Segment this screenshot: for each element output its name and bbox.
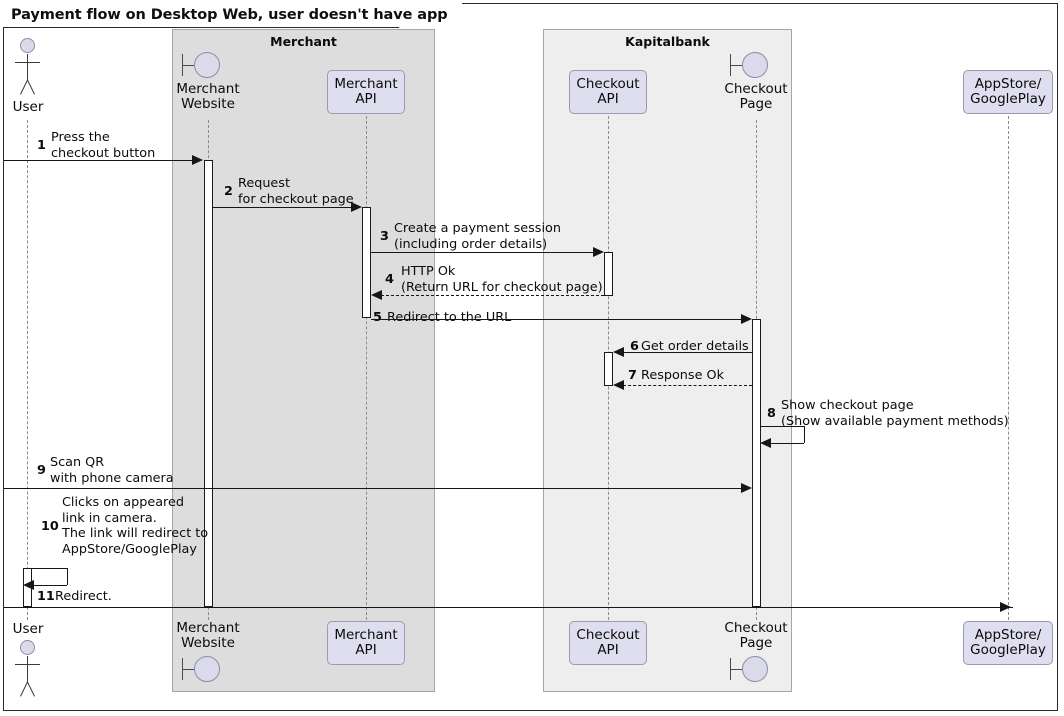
participant-label-user-top: User <box>12 99 44 115</box>
message-11-arrow-line <box>32 607 1013 608</box>
message-9-number: 9 <box>37 463 46 478</box>
actor-arms-icon <box>15 664 40 665</box>
message-5-label: Redirect to the URL <box>387 310 512 325</box>
activation-merchant-api <box>362 207 371 318</box>
group-box-kapitalbank <box>543 29 792 692</box>
message-10-number: 10 <box>41 519 59 534</box>
message-10-label: Clicks on appeared link in camera. The l… <box>62 495 209 557</box>
group-title-kapitalbank: Kapitalbank <box>625 34 710 49</box>
actor-body-icon <box>27 656 28 682</box>
activation-checkout-api-2 <box>604 352 613 386</box>
message-7-label: Response Ok <box>641 368 725 383</box>
message-10-self-top <box>23 568 67 569</box>
participant-label-checkout-page-bottom: Checkout Page <box>724 620 788 652</box>
participant-merchant-api-bottom: Merchant API <box>327 621 405 665</box>
message-2-label: Request for checkout page <box>238 176 354 207</box>
message-8-self-top <box>760 426 804 427</box>
actor-head-icon <box>20 38 35 53</box>
participant-checkout-api-bottom: Checkout API <box>569 621 647 665</box>
actor-body-icon <box>27 54 28 80</box>
message-3-number: 3 <box>380 229 389 244</box>
message-1-number: 1 <box>37 138 46 153</box>
message-10-arrowhead <box>23 580 34 590</box>
message-3-arrow-line <box>371 252 594 253</box>
boundary-stem-icon <box>730 65 742 66</box>
participant-appstore-bottom: AppStore/ GooglePlay <box>963 621 1053 665</box>
actor-arms-icon <box>15 62 40 63</box>
group-title-merchant: Merchant <box>270 34 337 49</box>
participant-merchant-api-top: Merchant API <box>327 70 405 114</box>
message-2-number: 2 <box>224 184 233 199</box>
separator-after-message-9 <box>4 488 27 489</box>
message-7-arrow-line <box>623 385 752 386</box>
participant-checkout-api-top: Checkout API <box>569 70 647 114</box>
participant-label-user-bottom: User <box>12 621 44 637</box>
message-4-arrowhead <box>371 290 382 300</box>
message-9-arrowhead <box>741 483 752 493</box>
actor-head-icon <box>20 640 35 655</box>
message-9-arrow-line <box>27 488 742 489</box>
message-6-arrowhead <box>613 347 624 357</box>
boundary-circle-icon <box>194 656 220 682</box>
diagram-title: Payment flow on Desktop Web, user doesn'… <box>3 3 462 27</box>
diagram-frame <box>3 3 1058 711</box>
lifeline-merchant-api <box>366 116 367 620</box>
message-10-self-right <box>67 568 68 585</box>
message-11-number: 11 <box>37 589 55 604</box>
message-8-self-right <box>804 426 805 443</box>
message-2-arrowhead <box>351 202 362 212</box>
boundary-stem-icon <box>182 65 194 66</box>
participant-label-checkout-page-top: Checkout Page <box>724 81 788 113</box>
separator-after-message-11 <box>4 607 32 608</box>
activation-checkout-api-1 <box>604 252 613 296</box>
separator-after-message-1 <box>4 160 194 161</box>
message-4-number: 4 <box>385 272 394 287</box>
message-5-number: 5 <box>373 310 382 325</box>
boundary-circle-icon <box>194 52 220 78</box>
message-6-label: Get order details <box>641 339 749 354</box>
message-6-number: 6 <box>630 339 639 354</box>
activation-merchant-website <box>204 160 213 607</box>
message-6-arrow-line <box>623 352 752 353</box>
message-1-label: Press the checkout button <box>51 130 156 161</box>
lifeline-appstore <box>1008 116 1009 620</box>
message-8-self-bottom <box>770 443 804 444</box>
message-9-label: Scan QR with phone camera <box>50 455 174 486</box>
message-8-arrowhead <box>760 438 771 448</box>
participant-label-merchant-website-bottom: Merchant Website <box>176 620 240 652</box>
boundary-circle-icon <box>742 52 768 78</box>
boundary-circle-icon <box>742 656 768 682</box>
message-5-arrow-line <box>371 319 742 320</box>
lifeline-user <box>27 120 28 620</box>
message-3-arrowhead <box>593 247 604 257</box>
message-8-label: Show checkout page (Show available payme… <box>781 398 1009 429</box>
message-4-label: HTTP Ok (Return URL for checkout page) <box>401 264 603 295</box>
participant-appstore-top: AppStore/ GooglePlay <box>963 70 1053 114</box>
group-box-merchant <box>172 29 435 692</box>
message-7-number: 7 <box>628 368 637 383</box>
message-4-arrow-line <box>381 295 604 296</box>
message-11-label: Redirect. <box>55 589 112 604</box>
message-7-arrowhead <box>613 380 624 390</box>
message-10-self-bottom <box>33 585 67 586</box>
message-5-arrowhead <box>741 314 752 324</box>
activation-checkout-page <box>752 319 761 607</box>
message-11-arrowhead <box>1000 602 1011 612</box>
message-1-arrowhead <box>192 155 203 165</box>
boundary-stem-icon <box>182 669 194 670</box>
participant-label-merchant-website-top: Merchant Website <box>176 81 240 113</box>
separator-after-message-2 <box>213 207 352 208</box>
message-8-number: 8 <box>767 406 776 421</box>
boundary-stem-icon <box>730 669 742 670</box>
message-3-label: Create a payment session (including orde… <box>394 221 561 252</box>
